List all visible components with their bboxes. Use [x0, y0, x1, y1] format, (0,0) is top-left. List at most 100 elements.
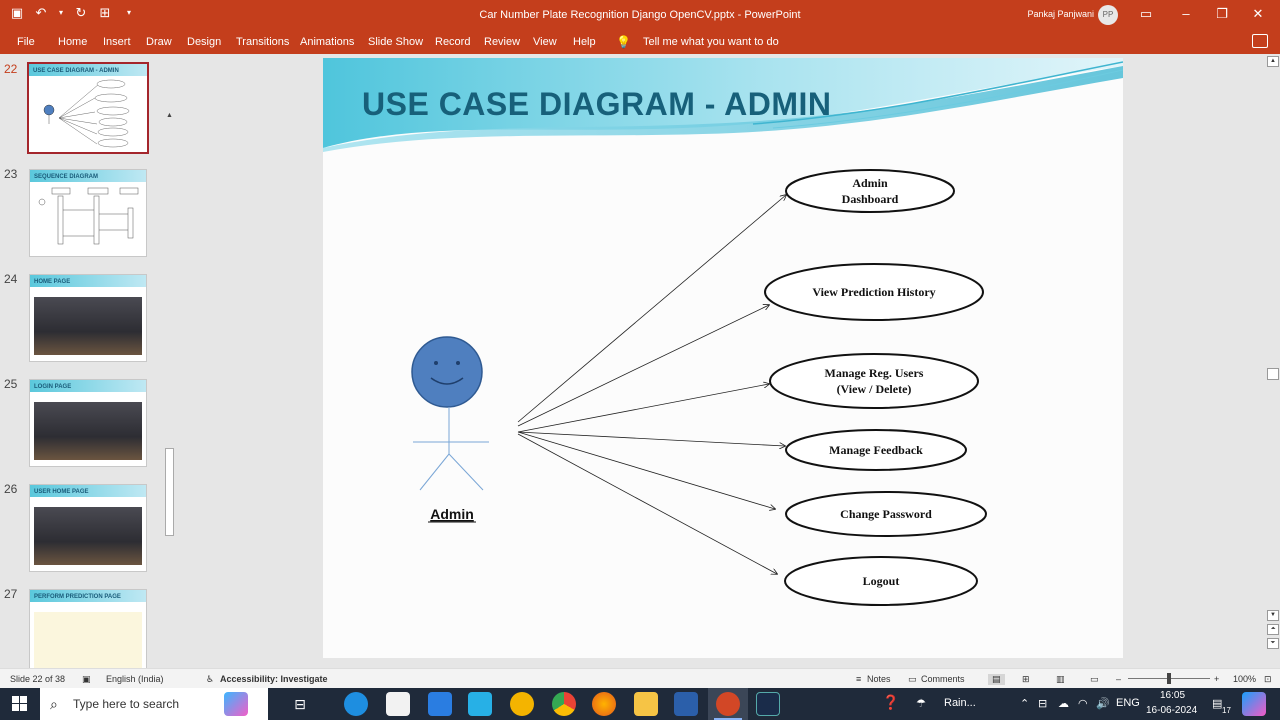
avatar[interactable]: PP [1098, 5, 1118, 25]
user-name[interactable]: Pankaj Panjwani [1027, 9, 1094, 19]
thumb-screenshot-image [34, 612, 142, 668]
undo-dropdown-icon[interactable]: ▾ [58, 8, 63, 17]
tab-help[interactable]: Help [573, 36, 596, 48]
tab-design[interactable]: Design [187, 36, 222, 48]
terminal-icon[interactable] [756, 692, 780, 716]
close-icon[interactable]: ✕ [1252, 6, 1264, 21]
previous-slide-icon[interactable]: ⏶ [1267, 624, 1279, 635]
next-slide-icon[interactable]: ⏷ [1267, 638, 1279, 649]
file-explorer-icon[interactable] [634, 692, 658, 716]
tell-me-box[interactable]: 💡 Tell me what you want to do [616, 35, 779, 49]
windows-start-icon[interactable] [12, 696, 28, 712]
tab-slide-show[interactable]: Slide Show [368, 36, 424, 48]
scrollbar-handle[interactable] [165, 448, 174, 536]
slide-sorter-icon[interactable]: ⊞ [1022, 674, 1030, 684]
undo-icon[interactable]: ↶ [35, 5, 47, 20]
notifications-icon[interactable]: ▤ [1212, 698, 1223, 710]
tab-draw[interactable]: Draw [146, 36, 172, 48]
volume-icon[interactable]: 🔊 [1096, 698, 1110, 710]
dropbox-icon[interactable] [428, 692, 452, 716]
association-line [517, 431, 785, 446]
comments-button[interactable]: Comments [921, 674, 965, 684]
tab-record[interactable]: Record [435, 36, 471, 48]
thumb-header-wave [30, 275, 146, 287]
thumbnail-slide-22[interactable]: USE CASE DIAGRAM - ADMIN [27, 62, 149, 154]
thumb-title: USE CASE DIAGRAM - ADMIN [33, 68, 119, 74]
thumbnail-slide-27[interactable]: PERFORM PREDICTION PAGE [29, 589, 147, 668]
zoom-level[interactable]: 100% [1233, 674, 1257, 684]
normal-view-icon[interactable]: ▤ [988, 674, 1005, 685]
firefox-icon[interactable] [592, 692, 616, 716]
thumb-number: 22 [4, 62, 18, 76]
scroll-up-icon[interactable]: ▲ [1267, 56, 1279, 67]
tab-home[interactable]: Home [58, 36, 88, 48]
customize-qat-icon[interactable]: ▾ [126, 8, 131, 17]
use-case-label: Manage Reg. Users [825, 366, 924, 380]
show-hidden-icons[interactable]: ⌃ [1020, 698, 1030, 710]
chrome-icon[interactable] [552, 692, 576, 716]
slide-canvas[interactable]: Admin Dashboard View Prediction History … [323, 58, 1123, 658]
fit-slide-icon[interactable]: ⊡ [1264, 674, 1272, 684]
thumb-header-wave [30, 485, 146, 497]
thumb-title: HOME PAGE [34, 279, 71, 285]
association-line [517, 195, 786, 423]
editor-scrollbar[interactable]: ▲ ▼ ⏶ ⏷ [1266, 54, 1280, 668]
wifi-icon[interactable]: ◠ [1078, 698, 1088, 710]
notes-button[interactable]: Notes [867, 674, 891, 684]
ribbon-display-icon[interactable]: ▭ [1139, 6, 1153, 21]
language-status[interactable]: English (India) [106, 674, 164, 684]
reading-view-icon[interactable]: ▥ [1056, 674, 1065, 684]
tab-review[interactable]: Review [484, 36, 521, 48]
powerpoint-icon [716, 692, 740, 716]
restore-icon[interactable]: ❐ [1216, 6, 1228, 21]
thumbnail-slide-26[interactable]: USER HOME PAGE [29, 484, 147, 572]
language-indicator[interactable]: ENG [1116, 697, 1140, 709]
accessibility-status[interactable]: Accessibility: Investigate [220, 674, 328, 684]
redo-icon[interactable]: ↻ [75, 5, 87, 20]
thumbnail-slide-24[interactable]: HOME PAGE [29, 274, 147, 362]
weather-status[interactable]: Rain... [944, 697, 976, 709]
minimize-icon[interactable]: – [1182, 6, 1190, 21]
comments-icon: ▭ [908, 674, 917, 684]
tab-insert[interactable]: Insert [103, 36, 131, 48]
zoom-out-icon[interactable]: – [1116, 674, 1122, 684]
scroll-up-icon[interactable]: ▲ [166, 112, 173, 119]
association-line [517, 431, 775, 509]
slideshow-view-icon[interactable]: ▭ [1090, 674, 1099, 684]
save-icon[interactable]: ▣ [10, 5, 24, 20]
comments-icon[interactable] [1252, 34, 1268, 48]
zoom-slider-knob[interactable] [1167, 673, 1171, 684]
thumbnail-slide-25[interactable]: LOGIN PAGE [29, 379, 147, 467]
edge-icon[interactable] [344, 692, 368, 716]
use-case-label: View Prediction History [812, 285, 935, 299]
task-view-icon[interactable]: ⊟ [294, 696, 306, 712]
mysql-icon[interactable] [468, 692, 492, 716]
tab-view[interactable]: View [533, 36, 557, 48]
thumb-number: 26 [4, 482, 18, 496]
browser-icon[interactable] [510, 692, 534, 716]
copilot-icon[interactable] [1242, 692, 1266, 716]
actor-label: Admin [430, 506, 474, 522]
tab-transitions[interactable]: Transitions [236, 36, 290, 48]
tab-animations[interactable]: Animations [300, 36, 355, 48]
powerpoint-taskbar-button[interactable] [708, 688, 748, 720]
clock-time[interactable]: 16:05 [1160, 690, 1186, 701]
present-icon[interactable]: ⊞ [99, 5, 111, 20]
tab-file[interactable]: File [17, 36, 35, 48]
store-icon[interactable] [386, 692, 410, 716]
word-icon[interactable] [674, 692, 698, 716]
use-case-label: Manage Feedback [829, 443, 923, 457]
widgets-icon[interactable] [224, 692, 248, 716]
zoom-in-icon[interactable]: + [1214, 674, 1220, 684]
thumbnails-scrollbar[interactable]: ▲ ▼ [163, 110, 176, 668]
scroll-down-icon[interactable]: ▼ [1267, 610, 1279, 621]
onedrive-icon[interactable]: ☁ [1058, 698, 1069, 710]
clock-date[interactable]: 16-06-2024 [1146, 705, 1198, 716]
tray-app-icon[interactable]: ⊟ [1038, 698, 1048, 710]
scrollbar-handle[interactable] [1267, 368, 1279, 380]
spelling-icon[interactable]: ▣ [82, 674, 91, 684]
help-icon[interactable]: ❓ [882, 694, 900, 710]
thumb-header-wave [29, 64, 147, 76]
slide-title[interactable]: USE CASE DIAGRAM - ADMIN [362, 86, 832, 122]
thumbnail-slide-23[interactable]: SEQUENCE DIAGRAM [29, 169, 147, 257]
